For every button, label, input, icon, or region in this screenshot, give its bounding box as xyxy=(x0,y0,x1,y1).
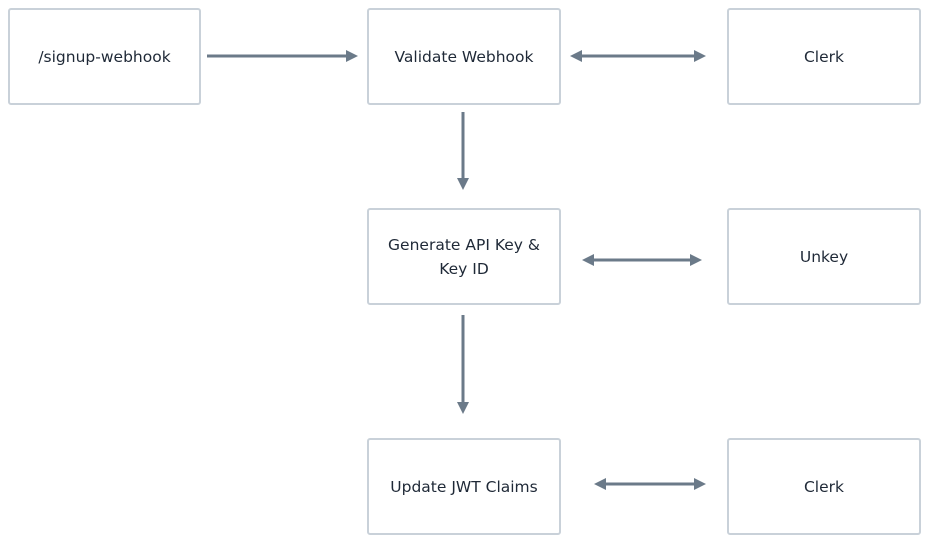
arrowhead-right-icon xyxy=(690,254,702,266)
edge-validate-clerk xyxy=(570,50,706,62)
arrowhead-left-icon xyxy=(594,478,606,490)
node-update-jwt-claims: Update JWT Claims xyxy=(367,438,561,535)
node-label: Validate Webhook xyxy=(394,47,534,66)
edge-generate-to-update xyxy=(457,315,469,414)
arrowhead-right-icon xyxy=(694,478,706,490)
node-generate-api-key: Generate API Key & Key ID xyxy=(367,208,561,305)
edge-update-clerk xyxy=(594,478,706,490)
node-signup-webhook: /signup-webhook xyxy=(8,8,201,105)
node-clerk-top: Clerk xyxy=(727,8,921,105)
edge-generate-unkey xyxy=(582,254,702,266)
node-label: /signup-webhook xyxy=(38,47,171,66)
edge-signup-to-validate xyxy=(207,50,358,62)
node-label: Generate API Key & Key ID xyxy=(388,235,540,278)
edge-validate-to-generate xyxy=(457,112,469,190)
arrowhead-left-icon xyxy=(582,254,594,266)
arrowhead-right-icon xyxy=(346,50,358,62)
node-unkey: Unkey xyxy=(727,208,921,305)
node-label: Update JWT Claims xyxy=(390,477,538,496)
arrowhead-left-icon xyxy=(570,50,582,62)
node-clerk-bottom: Clerk xyxy=(727,438,921,535)
arrowhead-right-icon xyxy=(694,50,706,62)
node-validate-webhook: Validate Webhook xyxy=(367,8,561,105)
node-label: Clerk xyxy=(803,47,844,66)
arrowhead-down-icon xyxy=(457,402,469,414)
node-label: Unkey xyxy=(799,247,849,266)
arrowhead-down-icon xyxy=(457,178,469,190)
node-label: Clerk xyxy=(803,477,844,496)
